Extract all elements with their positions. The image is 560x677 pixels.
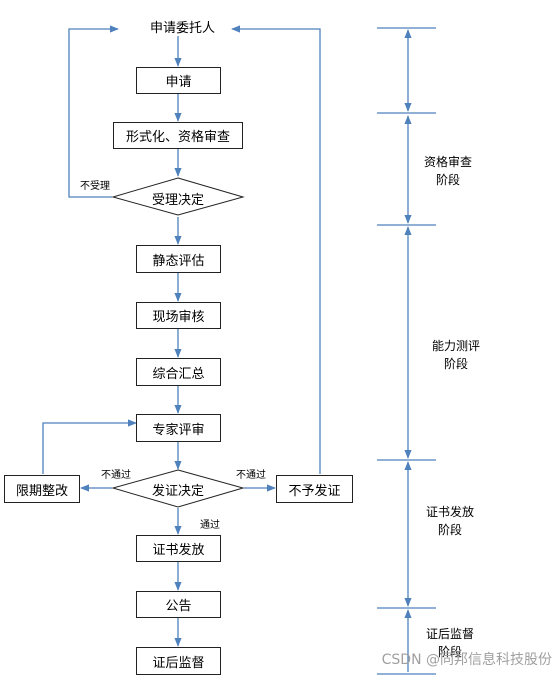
stage-capability: 能力测评 阶段 [432,337,480,373]
stage-capability-line1: 能力测评 [432,339,481,353]
node-apply: 申请 [136,67,221,94]
node-static-eval: 静态评估 [136,245,221,273]
node-cert-issue: 证书发放 [136,535,221,562]
label-fail-left: 不通过 [101,470,131,481]
stage-certificate: 证书发放 阶段 [426,503,474,539]
accept-decision-diamond [111,177,245,216]
stage-qualification-line1: 资格审查 [424,155,473,169]
arrow-not-accepted-loop [68,25,119,198]
stage-certificate-line2: 阶段 [438,523,463,537]
cert-decision-diamond [111,469,245,508]
watermark: CSDN @同邦信息科技股份 [381,652,552,668]
label-pass: 通过 [200,520,220,531]
node-expert-review: 专家评审 [136,414,221,442]
stage-post-supervision: 证后监督 阶段 [426,625,474,661]
node-site-review: 现场审核 [136,302,221,329]
node-rectify: 限期整改 [4,475,80,503]
node-accept-decision: 受理决定 [152,193,205,208]
node-apply-entrust: 申请委托人 [150,21,216,36]
stage-certificate-line1: 证书发放 [426,505,475,519]
stage-qualification-line2: 阶段 [436,173,461,187]
node-summary: 综合汇总 [136,358,221,386]
node-formal-review: 形式化、资格审查 [113,122,243,149]
label-not-accepted: 不受理 [80,181,110,192]
stage-capability-line2: 阶段 [444,357,469,371]
node-announce: 公告 [136,591,221,618]
node-supervision: 证后监督 [136,647,221,675]
node-no-cert: 不予发证 [276,475,353,503]
arrow-nocert-loop [231,25,321,474]
stage-post-supervision-line1: 证后监督 [426,627,475,641]
arrow-rectify-to-expert [42,419,137,474]
node-cert-decision: 发证决定 [152,484,205,499]
stage-post-supervision-line2: 阶段 [438,645,463,659]
label-fail-right: 不通过 [236,470,266,481]
stage-qualification: 资格审查 阶段 [424,153,472,189]
